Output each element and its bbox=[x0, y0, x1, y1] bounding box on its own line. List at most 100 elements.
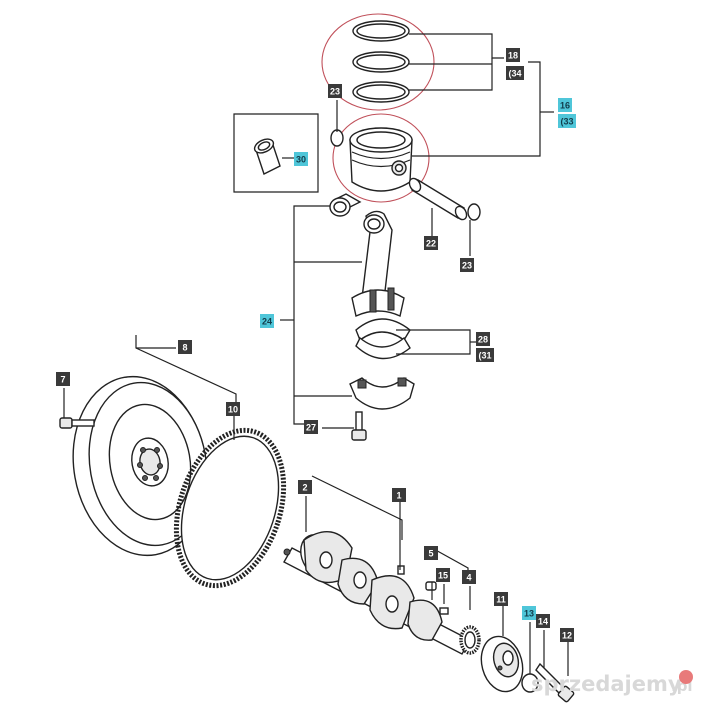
callout-10: 10 bbox=[226, 402, 240, 416]
callout-number: 11 bbox=[496, 595, 506, 605]
callout-number: 1 bbox=[396, 491, 401, 501]
callout-number: 16 bbox=[560, 101, 570, 111]
callout-23a: 23 bbox=[328, 84, 342, 98]
callout-14: 14 bbox=[536, 614, 550, 628]
watermark-text: sprzedajemy bbox=[531, 672, 682, 696]
callout-box bbox=[476, 332, 490, 346]
callout-box bbox=[536, 614, 550, 628]
crank-pulley-bolt bbox=[535, 662, 575, 703]
callout-box bbox=[298, 480, 312, 494]
callout-22: 22 bbox=[424, 236, 438, 250]
callout-box bbox=[392, 488, 406, 502]
circlip-right bbox=[467, 203, 481, 221]
callout-number: 2 bbox=[302, 483, 307, 493]
callout-number: 12 bbox=[562, 631, 572, 641]
callout-box bbox=[522, 606, 536, 620]
callout-number: 4 bbox=[466, 573, 471, 583]
callout-number: 15 bbox=[438, 571, 448, 581]
rod-bolt bbox=[351, 411, 367, 441]
callout-box bbox=[494, 592, 508, 606]
woodruff-key bbox=[439, 607, 449, 615]
callout-18: 18 bbox=[506, 48, 520, 62]
flywheel bbox=[72, 375, 208, 557]
bearing-shell-upper bbox=[355, 318, 411, 342]
small-end-bushing bbox=[253, 138, 281, 175]
callout-number: 24 bbox=[262, 317, 272, 327]
callout-number: 27 bbox=[306, 423, 316, 433]
callout-27: 27 bbox=[304, 420, 318, 434]
callout-box bbox=[260, 314, 274, 328]
callout-number: (33 bbox=[560, 117, 573, 127]
piston bbox=[349, 127, 413, 192]
callout-31: (31 bbox=[476, 348, 494, 362]
callout-number: 10 bbox=[228, 405, 238, 415]
callout-5: 5 bbox=[424, 546, 438, 560]
callout-box bbox=[460, 258, 474, 272]
callout-number: 23 bbox=[330, 87, 340, 97]
key-15 bbox=[425, 581, 437, 591]
callout-box bbox=[304, 420, 318, 434]
callout-number: (34 bbox=[508, 69, 521, 79]
piston-group-circle bbox=[332, 113, 430, 203]
callout-4: 4 bbox=[462, 570, 476, 584]
bushing-detail-box bbox=[233, 113, 319, 193]
callout-12: 12 bbox=[560, 628, 574, 642]
callout-number: 18 bbox=[508, 51, 518, 61]
callout-box bbox=[506, 66, 524, 80]
callout-number: 14 bbox=[538, 617, 548, 627]
callout-number: (31 bbox=[478, 351, 491, 361]
callout-7: 7 bbox=[56, 372, 70, 386]
callout-number: 8 bbox=[182, 343, 187, 353]
callout-number: 5 bbox=[428, 549, 433, 559]
callout-box bbox=[424, 546, 438, 560]
callout-number: 30 bbox=[296, 155, 306, 165]
callout-box bbox=[506, 48, 520, 62]
flywheel-bolt bbox=[59, 417, 95, 429]
callout-11: 11 bbox=[494, 592, 508, 606]
callout-15: 15 bbox=[436, 568, 450, 582]
callout-number: 22 bbox=[426, 239, 436, 249]
callout-13: 13 bbox=[522, 606, 536, 620]
callout-box bbox=[558, 114, 576, 128]
piston-rings-group-circle bbox=[321, 13, 435, 111]
bearing-shell-lower bbox=[355, 336, 411, 360]
callout-box bbox=[178, 340, 192, 354]
callout-box bbox=[294, 152, 308, 166]
piston-rings bbox=[352, 20, 410, 103]
circlip-left bbox=[330, 129, 344, 147]
callout-box bbox=[560, 628, 574, 642]
callout-box bbox=[558, 98, 572, 112]
callout-2: 2 bbox=[298, 480, 312, 494]
callout-number: 28 bbox=[478, 335, 488, 345]
callout-box bbox=[328, 84, 342, 98]
callout-box bbox=[424, 236, 438, 250]
connecting-rod bbox=[329, 193, 405, 317]
callout-box bbox=[462, 570, 476, 584]
callout-number: 7 bbox=[60, 375, 65, 385]
callout-23b: 23 bbox=[460, 258, 474, 272]
callout-34: (34 bbox=[506, 66, 524, 80]
thrust-washer-5 bbox=[397, 565, 405, 575]
callout-33: (33 bbox=[558, 114, 576, 128]
crank-pulley bbox=[480, 635, 524, 693]
crankshaft bbox=[283, 531, 481, 655]
callout-24: 24 bbox=[260, 314, 274, 328]
piston-pin bbox=[408, 177, 468, 221]
callout-box bbox=[226, 402, 240, 416]
watermark-dot bbox=[679, 670, 693, 684]
callout-16: 16 bbox=[558, 98, 572, 112]
callout-box bbox=[436, 568, 450, 582]
callout-30: 30 bbox=[294, 152, 308, 166]
callout-box bbox=[56, 372, 70, 386]
watermark: sprzedajemy .pl bbox=[531, 670, 693, 696]
callout-number: 23 bbox=[462, 261, 472, 271]
callout-1: 1 bbox=[392, 488, 406, 502]
callout-28: 28 bbox=[476, 332, 490, 346]
ring-gear bbox=[173, 427, 287, 589]
connecting-rod-cap bbox=[349, 377, 415, 410]
callout-8: 8 bbox=[178, 340, 192, 354]
callout-box bbox=[476, 348, 494, 362]
